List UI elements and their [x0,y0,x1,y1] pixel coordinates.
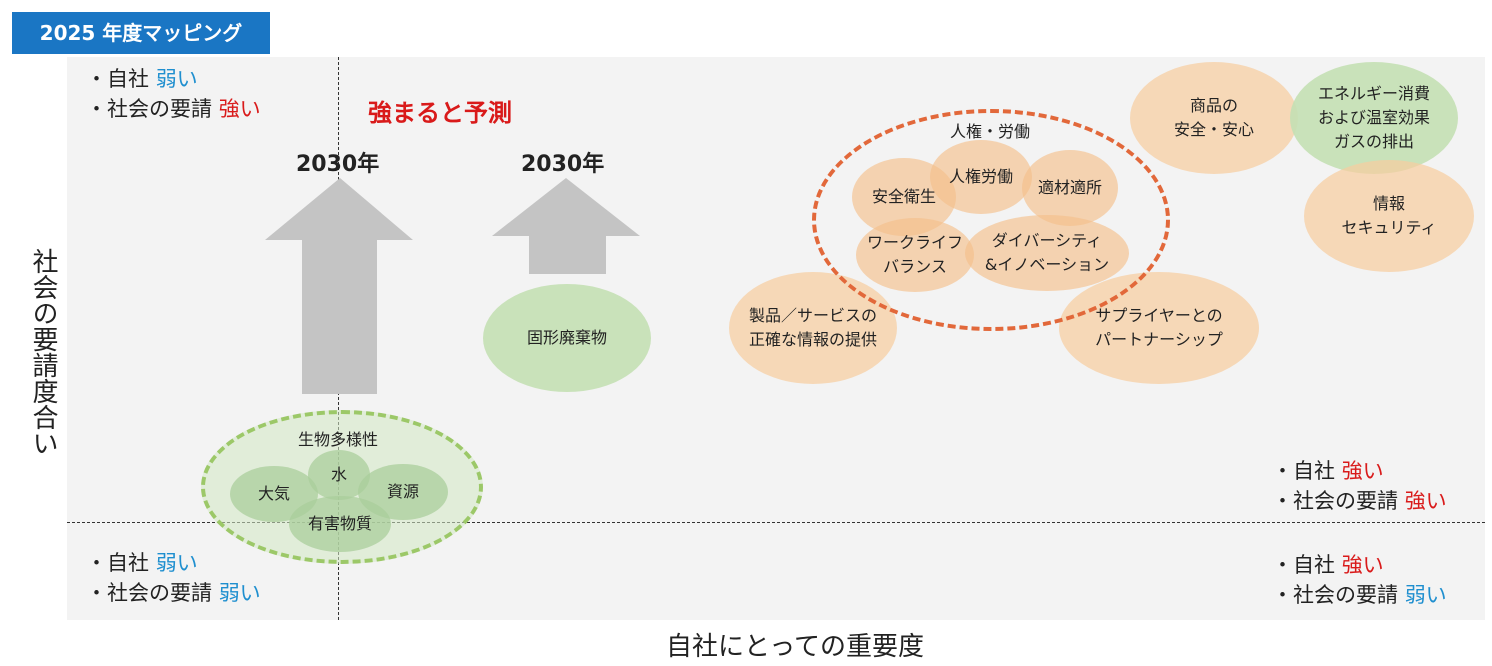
bubble-work-life-balance: ワークライフ バランス [856,218,974,292]
human-rights-group-boundary [812,109,1170,331]
horizontal-divider [67,522,1485,523]
arrow-up-small [492,178,640,274]
bubble-energy: エネルギー消費 および温室効果 ガスの排出 [1290,62,1458,174]
bubble-product-safety: 商品の 安全・安心 [1130,62,1298,174]
y-axis-label: 社会の要請度合い [28,248,58,456]
human-rights-group-label: 人権・労働 [949,122,1030,141]
bubble-water: 水 [308,450,370,500]
quadrant-bottom-right: ・自社 強い ・社会の要請 弱い [1272,553,1447,607]
forecast-arrows [265,178,640,394]
arrow2-year: 2030年 [521,152,605,177]
quadrant-bottom-left: ・自社 弱い ・社会の要請 弱い [86,551,261,605]
bubble-right-person: 適材適所 [1022,150,1118,226]
quadrant-top-right: ・自社 強い ・社会の要請 強い [1272,459,1447,513]
bubble-hazardous: 有害物質 [289,496,391,552]
bubble-solid-waste: 固形廃棄物 [483,284,651,392]
arrow-up-large [265,178,413,394]
bubble-info-security: 情報 セキュリティ [1304,160,1474,272]
quadrant-top-left: ・自社 弱い ・社会の要請 強い [86,67,261,121]
forecast-label: 強まると予測 [368,99,512,127]
header-title: 2025 年度マッピング [12,12,270,54]
bubble-resources: 資源 [358,464,448,520]
biodiversity-group-label: 生物多様性 [297,430,378,449]
bubble-human-rights-labor: 人権労働 [930,140,1032,214]
x-axis-label: 自社にとっての重要度 [666,632,924,662]
bubble-diversity: ダイバーシティ &イノベーション [965,215,1129,291]
arrow1-year: 2030年 [296,152,380,177]
